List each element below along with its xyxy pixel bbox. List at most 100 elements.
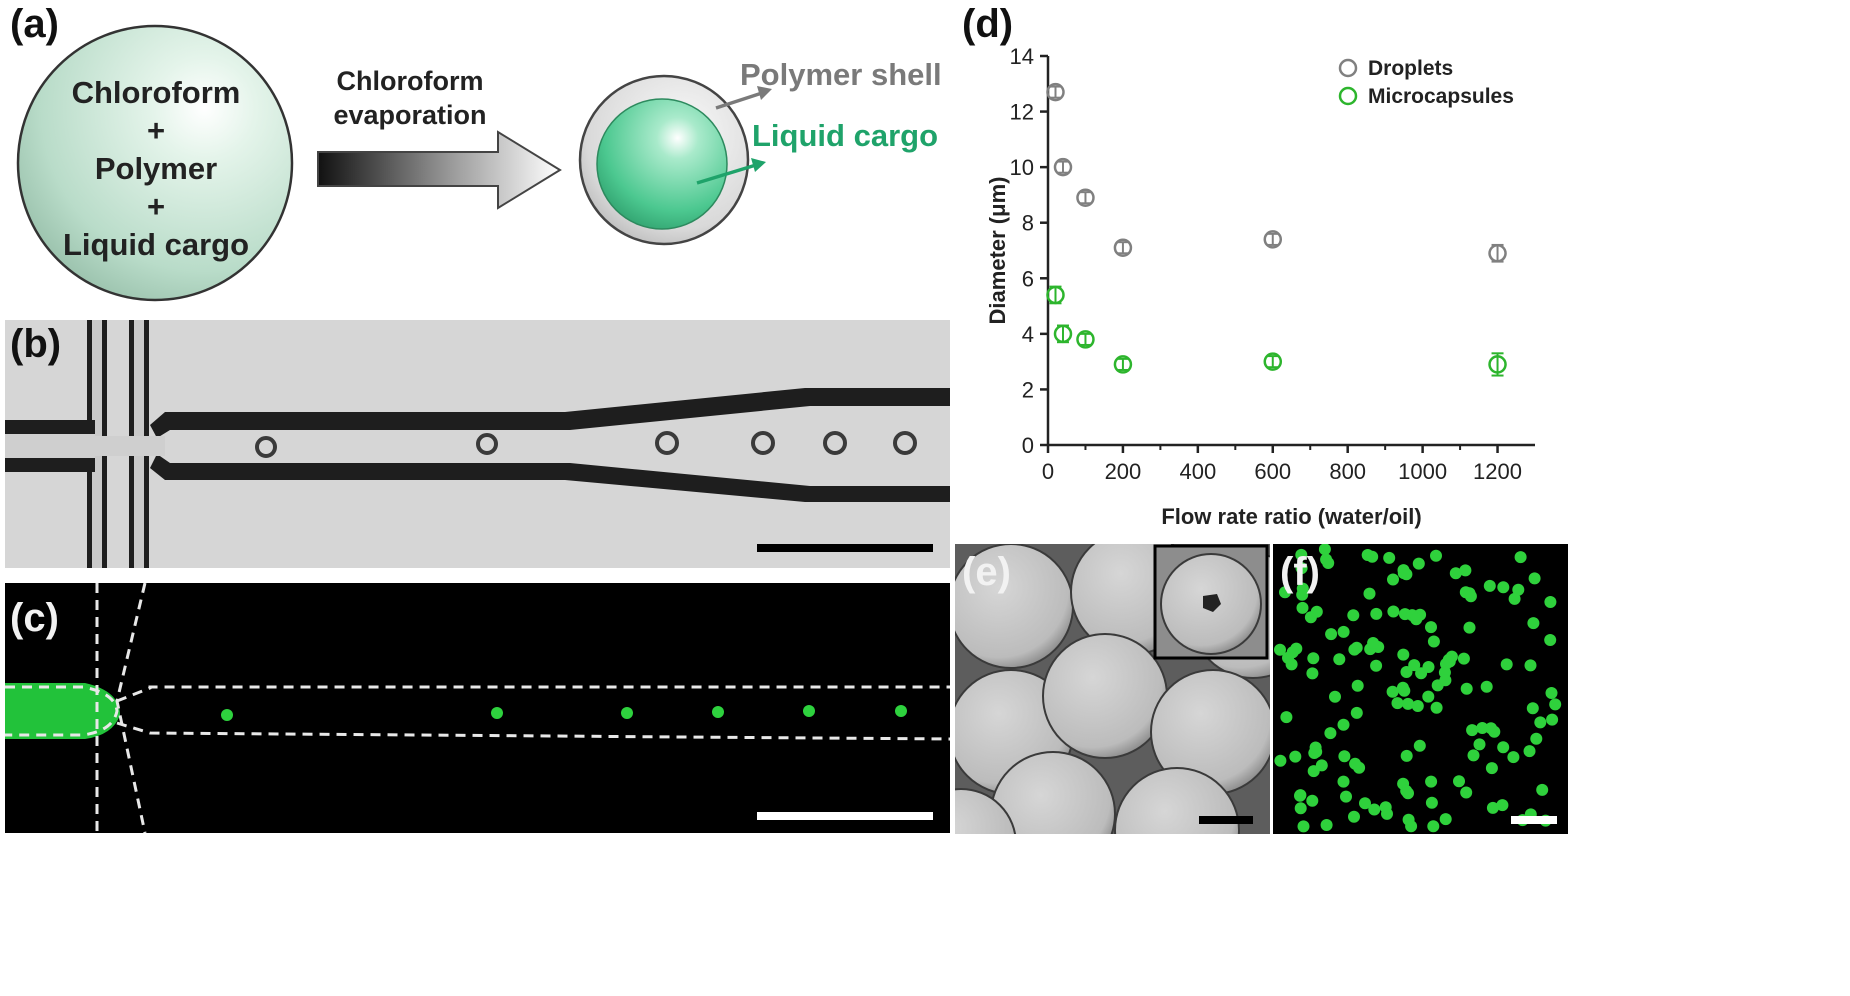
capsule-c-2: [491, 707, 503, 719]
fluorescent-capsule: [1512, 583, 1525, 596]
fluorescent-capsule: [1507, 751, 1520, 764]
fluorescent-capsule: [1325, 628, 1338, 641]
fluorescent-capsule: [1439, 813, 1452, 826]
fluorescent-capsule: [1274, 754, 1287, 767]
fluorescent-capsule: [1430, 701, 1443, 714]
data-point-microcapsule: [1076, 330, 1095, 349]
fluorescent-capsule: [1430, 549, 1442, 562]
fluorescent-capsule: [1480, 680, 1493, 693]
x-tick-label: 200: [1105, 459, 1142, 484]
capsule-c-5: [803, 705, 815, 717]
droplet-line-plus-2: +: [146, 189, 166, 224]
legend-label: Microcapsules: [1368, 85, 1514, 108]
panel-d-label: (d): [962, 2, 1014, 46]
fluorescent-capsule: [1350, 706, 1363, 719]
capsule-c-6: [895, 705, 907, 717]
fluorescent-capsule: [1296, 582, 1309, 595]
fluorescent-capsule: [1320, 553, 1333, 566]
droplet-line-plus-1: +: [146, 113, 166, 148]
fluorescent-capsule: [1514, 551, 1527, 564]
fluorescent-capsule: [1549, 698, 1562, 711]
scale-bar-e: [1199, 816, 1253, 824]
droplet-illustration: [16, 24, 294, 302]
fluorescent-capsule: [1530, 732, 1543, 745]
fluorescent-capsule: [1425, 775, 1438, 788]
fluorescent-capsule: [1337, 775, 1350, 788]
fluorescent-capsule: [1333, 653, 1346, 666]
fluorescent-capsule: [1485, 762, 1498, 775]
fluorescent-capsule: [1400, 749, 1413, 762]
legend-marker: [1338, 58, 1358, 78]
scale-bar-b: [757, 544, 933, 552]
panel-c-fluorescence-image: [5, 583, 950, 833]
fluorescent-capsule: [1544, 596, 1557, 608]
fluorescent-capsule: [1396, 681, 1409, 694]
microcapsule-cargo: [596, 98, 728, 230]
capsule-c-4: [712, 706, 724, 718]
x-tick-label: 1200: [1473, 459, 1522, 484]
cargo-pointer: [696, 163, 757, 185]
fluorescent-capsule: [1307, 652, 1320, 665]
panel-c-label: (c): [10, 596, 59, 640]
fluorescent-capsule: [1280, 711, 1293, 724]
y-axis-label: Diameter (μm): [985, 177, 1010, 325]
fluorescent-capsule: [1405, 820, 1418, 833]
data-point-microcapsule: [1263, 352, 1283, 371]
fluorescent-capsule: [1366, 550, 1379, 563]
arrow-label-line-1: Chloroform: [336, 66, 484, 96]
scale-bar-f: [1511, 816, 1557, 824]
fluorescent-capsule: [1427, 820, 1440, 833]
fluorescent-capsule: [1459, 564, 1472, 577]
fluorescent-capsule: [1464, 590, 1477, 603]
y-tick-label: 10: [1010, 155, 1034, 180]
y-tick-label: 14: [1010, 44, 1034, 69]
panel-f-label: (f): [1280, 550, 1320, 594]
data-point-droplet: [1113, 238, 1133, 257]
capsule-c-1: [221, 709, 233, 721]
x-tick-label: 1000: [1398, 459, 1447, 484]
fluorescent-capsule: [1497, 741, 1510, 754]
fluorescent-capsule: [1526, 702, 1539, 715]
data-point-microcapsule: [1046, 285, 1065, 305]
capsule-c-3: [621, 707, 633, 719]
fluorescent-capsule: [1349, 757, 1362, 770]
fluorescent-capsule: [1329, 690, 1341, 703]
fluorescent-capsule: [1379, 801, 1392, 814]
fluorescent-capsule: [1282, 651, 1294, 664]
data-point-microcapsule: [1488, 355, 1507, 374]
polymer-shell-label: Polymer shell: [740, 57, 942, 92]
fluorescent-capsule: [1289, 750, 1302, 763]
fluorescent-capsule: [1294, 802, 1307, 815]
fluorescent-capsule: [1296, 601, 1309, 614]
droplet-line-chloroform: Chloroform: [71, 75, 241, 110]
panel-b-brightfield-image: [5, 320, 950, 568]
fluorescent-capsule: [1457, 652, 1470, 665]
data-point-droplet: [1053, 157, 1073, 177]
data-point-droplet: [1488, 244, 1507, 263]
fluorescent-capsule: [1347, 609, 1360, 622]
data-point-droplet: [1046, 82, 1065, 102]
fluorescent-capsule: [1383, 551, 1396, 564]
y-tick-label: 0: [1022, 433, 1034, 458]
fluorescent-capsule: [1546, 713, 1559, 726]
droplet-b-3: [655, 431, 679, 455]
x-tick-label: 800: [1329, 459, 1366, 484]
panel-e-sem-image: [955, 544, 1270, 834]
fluorescent-capsule: [1536, 783, 1549, 796]
fluorescent-capsule: [1545, 687, 1558, 699]
fluorescent-capsule: [1340, 790, 1352, 803]
fluorescent-capsule: [1279, 586, 1291, 599]
data-point-droplet: [1263, 230, 1283, 249]
y-tick-label: 2: [1022, 377, 1034, 402]
x-axis-label: Flow rate ratio (water/oil): [1161, 504, 1421, 529]
fluorescent-capsule: [1408, 659, 1421, 672]
fluorescent-capsule: [1391, 697, 1404, 710]
fluorescent-capsule: [1397, 567, 1410, 580]
fluorescent-capsule: [1466, 724, 1479, 737]
liquid-cargo-label: Liquid cargo: [752, 118, 938, 153]
panel-b-label: (b): [10, 322, 62, 366]
fluorescent-capsule: [1337, 718, 1350, 731]
fluorescent-capsule: [1350, 641, 1363, 654]
y-tick-label: 6: [1022, 266, 1034, 291]
